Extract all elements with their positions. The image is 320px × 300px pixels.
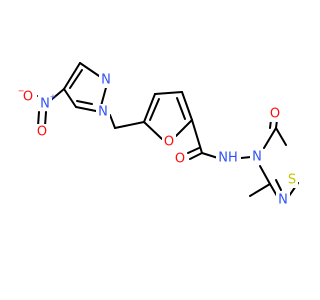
bond-pyrazole-n2-c3-inner — [76, 100, 93, 105]
bond-furan-o-c5 — [143, 121, 163, 140]
bond-n3-c2 — [259, 165, 271, 185]
bond-pyrazole-c4-c5 — [63, 62, 81, 90]
atom-label-n-pyrimidine-3: N — [252, 150, 262, 165]
amide-nh-atom: NH — [216, 150, 241, 166]
bond-ch2-furan — [114, 121, 145, 129]
molecule-structure: O − N + O N N O O NH — [18, 62, 299, 208]
pyrimidine-n3-atom: N — [250, 149, 264, 165]
bond-pyrazole-n2-c3 — [75, 106, 97, 112]
bond-nitro-o-double-2 — [44, 111, 47, 127]
atom-label-o-amide: O — [175, 152, 185, 167]
charge-minus: − — [18, 87, 25, 96]
nitro-oxygen-atom: O — [35, 124, 49, 140]
atom-label-nh: NH — [218, 151, 238, 166]
bond-nh-n3 — [240, 156, 252, 159]
bond-c4-c4a — [275, 127, 287, 146]
atom-label-o-furan: O — [164, 135, 174, 150]
furan-oxygen-atom: O — [162, 134, 176, 150]
amide-oxygen-atom: O — [173, 151, 187, 167]
bond-pyrazole-ch2 — [109, 114, 116, 129]
bond-pyrazole-c4-c5-inner — [69, 69, 83, 89]
bond-furan-c2-o — [175, 119, 193, 137]
bond-carbonyl-o-2 — [187, 147, 200, 154]
atom-label-n-pyrazole-2: N — [98, 105, 108, 120]
nitro-nitrogen-atom: N + — [38, 93, 56, 112]
atom-label-n-pyrimidine-1: N — [278, 193, 288, 208]
bond-nitro-o-double-1 — [37, 111, 40, 127]
bond-pyrazole-c5-n1 — [79, 62, 103, 79]
atom-label-o-minus: O — [23, 90, 33, 105]
oxygen-minus-atom: O − — [18, 87, 35, 105]
bond-carbonyl-o-1 — [189, 152, 203, 160]
bond-nitro-ring — [50, 88, 65, 101]
bond-furan-carbonyl — [191, 119, 203, 154]
bond-furan-c4-c3 — [154, 91, 183, 95]
atom-label-o-ketone: O — [270, 107, 280, 122]
ketone-oxygen-atom: O — [268, 106, 282, 122]
bond-furan-c3-c2 — [181, 91, 193, 121]
bonds — [37, 62, 299, 197]
pyrazole-n1-atom: N — [99, 72, 113, 88]
bond-n3-c4 — [263, 127, 277, 149]
thiophene-sulfur-atom: S — [286, 172, 298, 188]
atom-label-s-thiophene: S — [288, 173, 296, 188]
atom-labels: O − N + O N N O O NH — [18, 72, 298, 208]
bond-furan-c5-c4 — [143, 93, 156, 123]
pyrimidine-n1-atom: N — [276, 192, 290, 208]
bond-c2-n1-inner — [275, 179, 282, 191]
bond-furan-c3-c2-inner — [176, 97, 186, 120]
atom-label-n-nitro: N — [40, 97, 50, 112]
bond-carbonyl-nh — [201, 152, 219, 159]
charge-plus: + — [50, 93, 57, 102]
atom-label-n-pyrazole-1: N — [101, 73, 111, 88]
bond-furan-c5-c4-inner — [149, 98, 160, 121]
bond-c2-n1 — [269, 183, 278, 197]
atom-label-o-nitro: O — [37, 125, 47, 140]
bond-c2-methyl — [249, 183, 271, 197]
pyrazole-n2-atom: N — [96, 104, 110, 120]
bond-pyrazole-c3-c4 — [63, 88, 77, 108]
